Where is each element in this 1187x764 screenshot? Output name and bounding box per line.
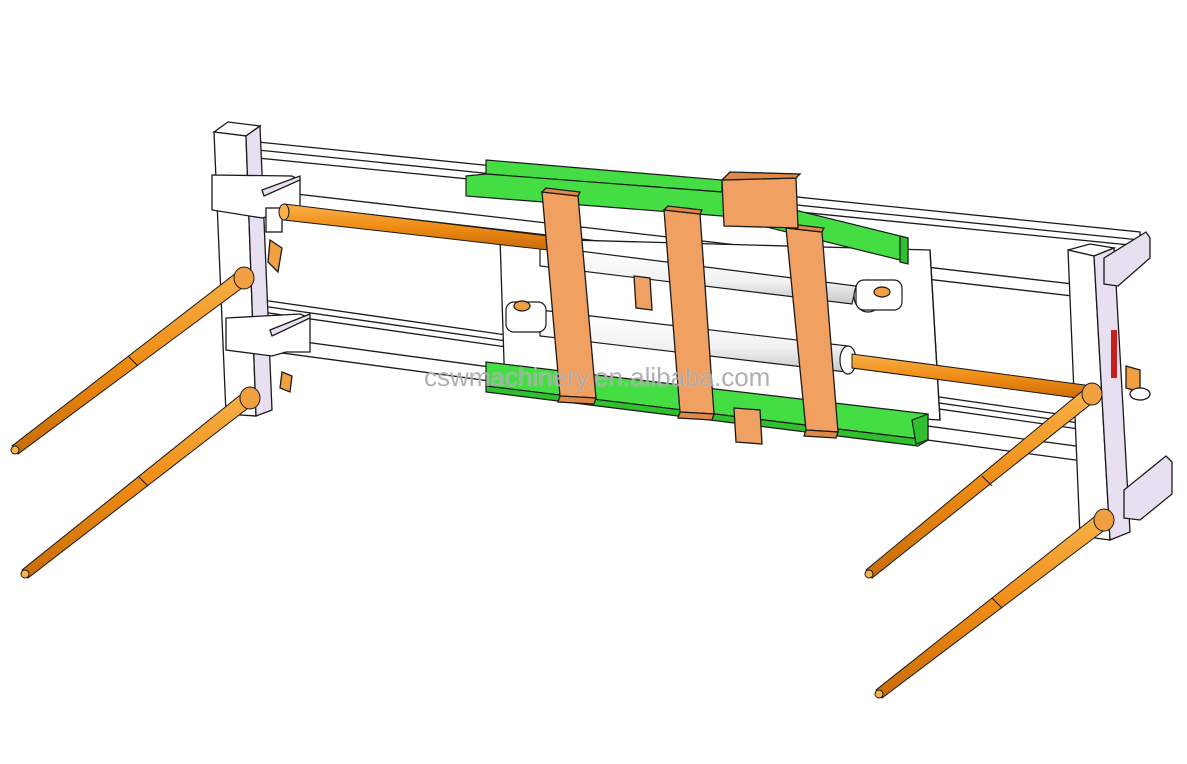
clamp-plates	[540, 171, 839, 445]
right-spears	[864, 382, 1115, 699]
left-upright	[211, 121, 311, 417]
left-spears	[10, 266, 261, 579]
